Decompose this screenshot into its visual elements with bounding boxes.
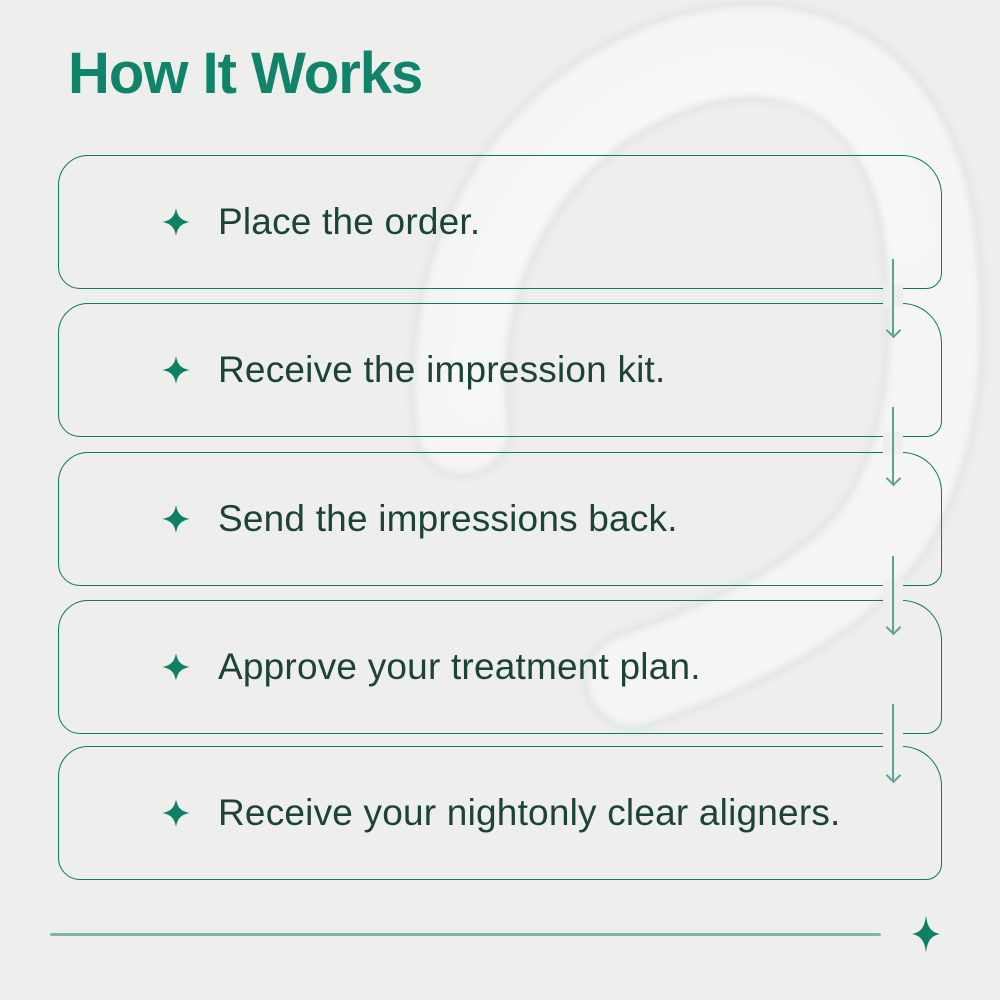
step-card-5: Receive your nightonly clear aligners. (58, 746, 942, 880)
step-label: Send the impressions back. (218, 498, 678, 539)
sparkle-icon (162, 355, 190, 385)
sparkle-icon (162, 207, 190, 237)
step-card-4: Approve your treatment plan. (58, 600, 942, 734)
step-label: Approve your treatment plan. (218, 646, 701, 687)
sparkle-icon (912, 915, 940, 953)
footer-divider (50, 933, 881, 936)
sparkle-icon (162, 798, 190, 828)
page-title: How It Works (68, 41, 423, 106)
step-card-3: Send the impressions back. (58, 452, 942, 586)
arrow-down-icon (884, 556, 902, 634)
step-label: Place the order. (218, 201, 481, 242)
step-label: Receive the impression kit. (218, 349, 666, 390)
arrow-down-icon (884, 259, 902, 337)
sparkle-icon (162, 652, 190, 682)
arrow-down-icon (884, 704, 902, 782)
arrow-down-icon (884, 407, 902, 485)
step-card-2: Receive the impression kit. (58, 303, 942, 437)
step-card-1: Place the order. (58, 155, 942, 289)
sparkle-icon (162, 504, 190, 534)
step-label: Receive your nightonly clear aligners. (218, 792, 841, 833)
